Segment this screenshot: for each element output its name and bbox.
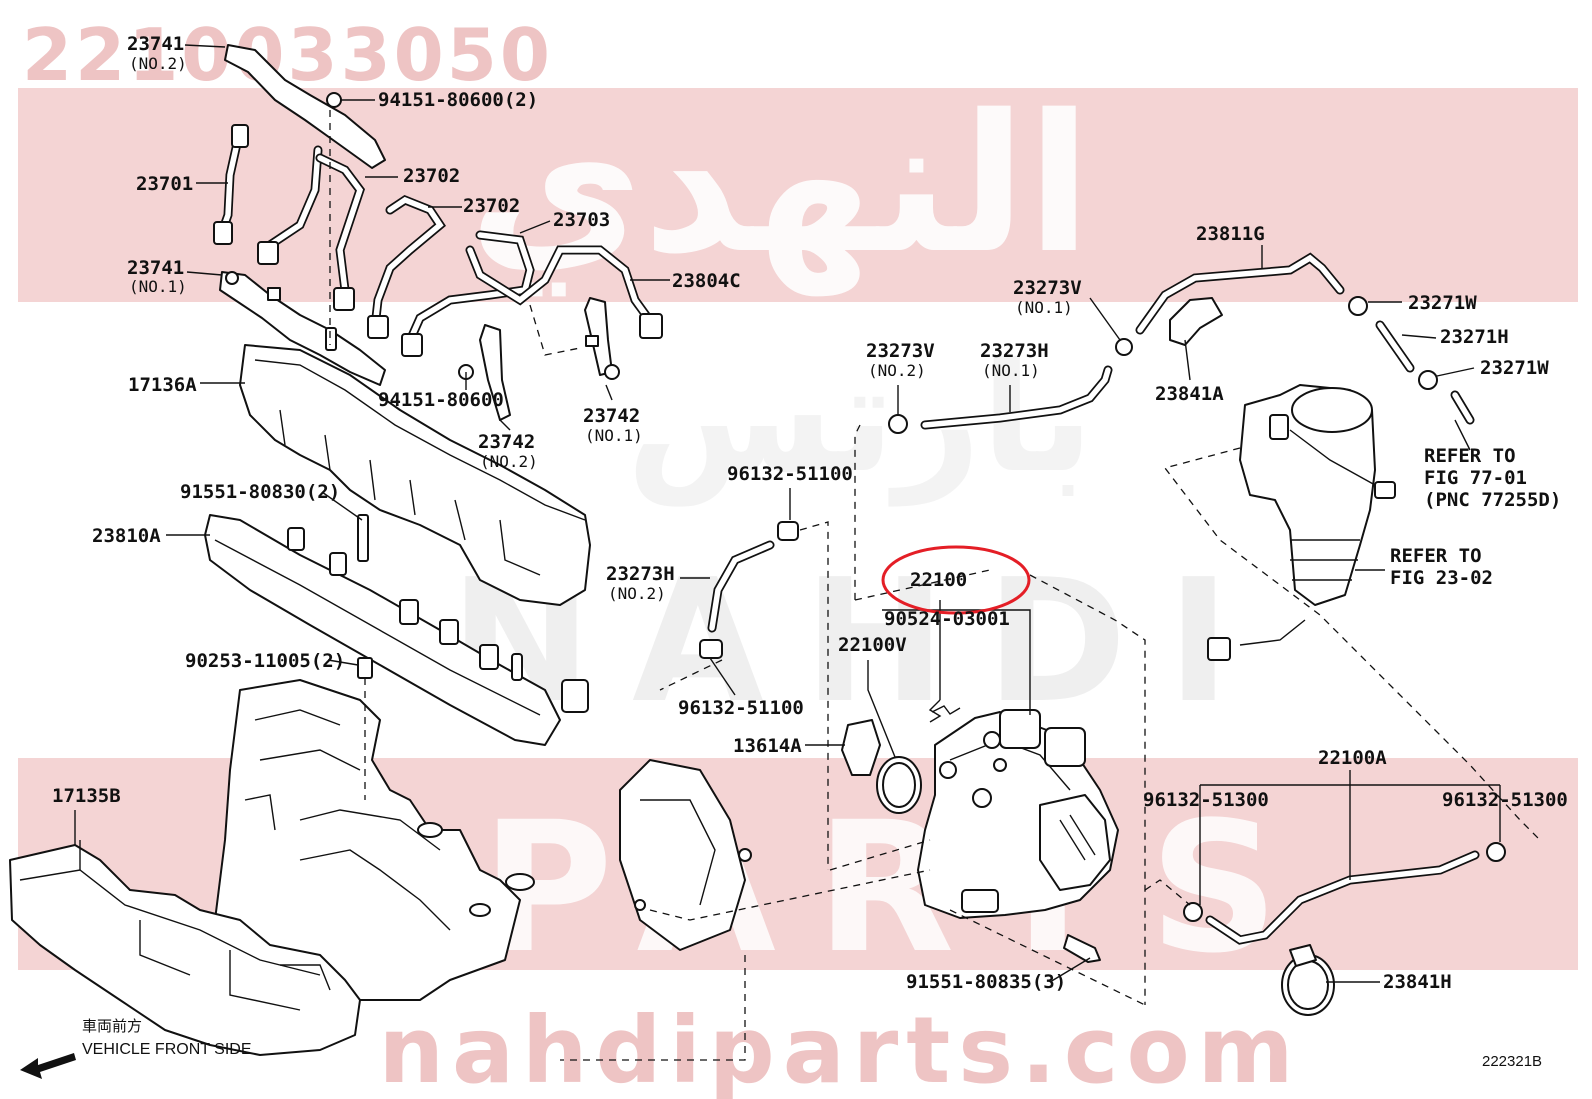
label-23741-no2-sub: (NO.2)	[129, 54, 187, 73]
label-23810a[interactable]: 23810A	[92, 525, 161, 547]
label-90524-03001[interactable]: 90524-03001	[884, 608, 1010, 630]
refer-23-02-line1[interactable]: REFER TO	[1390, 545, 1482, 567]
highlight-ellipse	[881, 545, 1031, 615]
engine-cover-17135b	[9, 840, 361, 1056]
label-91551-80830[interactable]: 91551-80830(2)	[180, 481, 340, 503]
label-23702-a[interactable]: 23702	[403, 165, 460, 187]
label-23741-no1-sub: (NO.1)	[129, 277, 187, 296]
label-17136a[interactable]: 17136A	[128, 374, 197, 396]
label-23273h-no1[interactable]: 23273H	[980, 340, 1049, 362]
label-23741-no1[interactable]: 23741	[127, 257, 184, 279]
injection-pipes	[213, 44, 663, 421]
label-23841h[interactable]: 23841H	[1383, 971, 1452, 993]
label-22100a[interactable]: 22100A	[1318, 747, 1387, 769]
front-label-en: VEHICLE FRONT SIDE	[82, 1041, 252, 1058]
label-23742-no2[interactable]: 23742	[478, 431, 535, 453]
label-23273v-no2-sub: (NO.2)	[868, 361, 926, 380]
fuel-hoses	[659, 338, 1133, 870]
label-23273h-no1-sub: (NO.1)	[982, 361, 1040, 380]
label-23811g[interactable]: 23811G	[1196, 223, 1265, 245]
label-23273v-no1[interactable]: 23273V	[1013, 277, 1082, 299]
watermark-layer: 2210033050 النهدي بارتس NAHDI PARTS nahd…	[18, 13, 1578, 1099]
label-96132-51300-right[interactable]: 96132-51300	[1442, 789, 1568, 811]
refer-77-01-line3[interactable]: (PNC 77255D)	[1424, 489, 1561, 511]
refer-77-01-line2[interactable]: FIG 77-01	[1424, 467, 1527, 489]
label-94151-80600[interactable]: 94151-80600	[378, 389, 504, 411]
label-22100v[interactable]: 22100V	[838, 634, 907, 656]
label-94151-80600-2[interactable]: 94151-80600(2)	[378, 89, 538, 111]
front-arrow-icon	[20, 1053, 76, 1079]
label-23742-no1-sub: (NO.1)	[585, 426, 643, 445]
label-23273v-no1-sub: (NO.1)	[1015, 298, 1073, 317]
fuel-rail-23810a	[204, 514, 589, 746]
label-23703[interactable]: 23703	[553, 209, 610, 231]
label-13614a[interactable]: 13614A	[733, 735, 802, 757]
return-hose-22100a	[1144, 842, 1506, 1016]
label-23742-no1[interactable]: 23742	[583, 405, 640, 427]
label-90253-11005[interactable]: 90253-11005(2)	[185, 650, 345, 672]
fuel-filter	[1135, 252, 1541, 841]
label-91551-80835[interactable]: 91551-80835(3)	[906, 971, 1066, 993]
label-23841a[interactable]: 23841A	[1155, 383, 1224, 405]
label-96132-51100-top[interactable]: 96132-51100	[727, 463, 853, 485]
label-23741-no2[interactable]: 23741	[127, 33, 184, 55]
leader-lines	[74, 44, 1501, 983]
label-23271w-b[interactable]: 23271W	[1480, 357, 1549, 379]
figure-code: 222321B	[1482, 1053, 1542, 1070]
label-23701[interactable]: 23701	[136, 173, 193, 195]
refer-77-01-line1[interactable]: REFER TO	[1424, 445, 1516, 467]
label-23742-no2-sub: (NO.2)	[480, 452, 538, 471]
label-23702-b[interactable]: 23702	[463, 195, 520, 217]
front-label-jp: 車両前方	[82, 1017, 142, 1035]
callout-labels: 23741 (NO.2) 94151-80600(2) 23701 23702 …	[52, 33, 1568, 993]
watermark-arabic: النهدي	[468, 74, 1091, 297]
label-23804c[interactable]: 23804C	[672, 270, 741, 292]
label-23271h[interactable]: 23271H	[1440, 326, 1509, 348]
label-96132-51300-left[interactable]: 96132-51300	[1143, 789, 1269, 811]
vehicle-front-indicator: 車両前方 VEHICLE FRONT SIDE	[20, 1017, 252, 1079]
label-96132-51100-bot[interactable]: 96132-51100	[678, 697, 804, 719]
label-23271w-a[interactable]: 23271W	[1408, 292, 1477, 314]
watermark-latin-2: PARTS	[481, 784, 1319, 993]
refer-23-02-line2[interactable]: FIG 23-02	[1390, 567, 1493, 589]
supply-pump-22100	[649, 569, 1146, 1006]
watermark-site: nahdiparts.com	[378, 997, 1301, 1099]
engine-cover-17136a	[239, 344, 591, 606]
label-17135b[interactable]: 17135B	[52, 785, 121, 807]
label-22100[interactable]: 22100	[910, 569, 967, 591]
label-23273h-no2-sub: (NO.2)	[608, 584, 666, 603]
label-23273h-no2[interactable]: 23273H	[606, 563, 675, 585]
label-23273v-no2[interactable]: 23273V	[866, 340, 935, 362]
